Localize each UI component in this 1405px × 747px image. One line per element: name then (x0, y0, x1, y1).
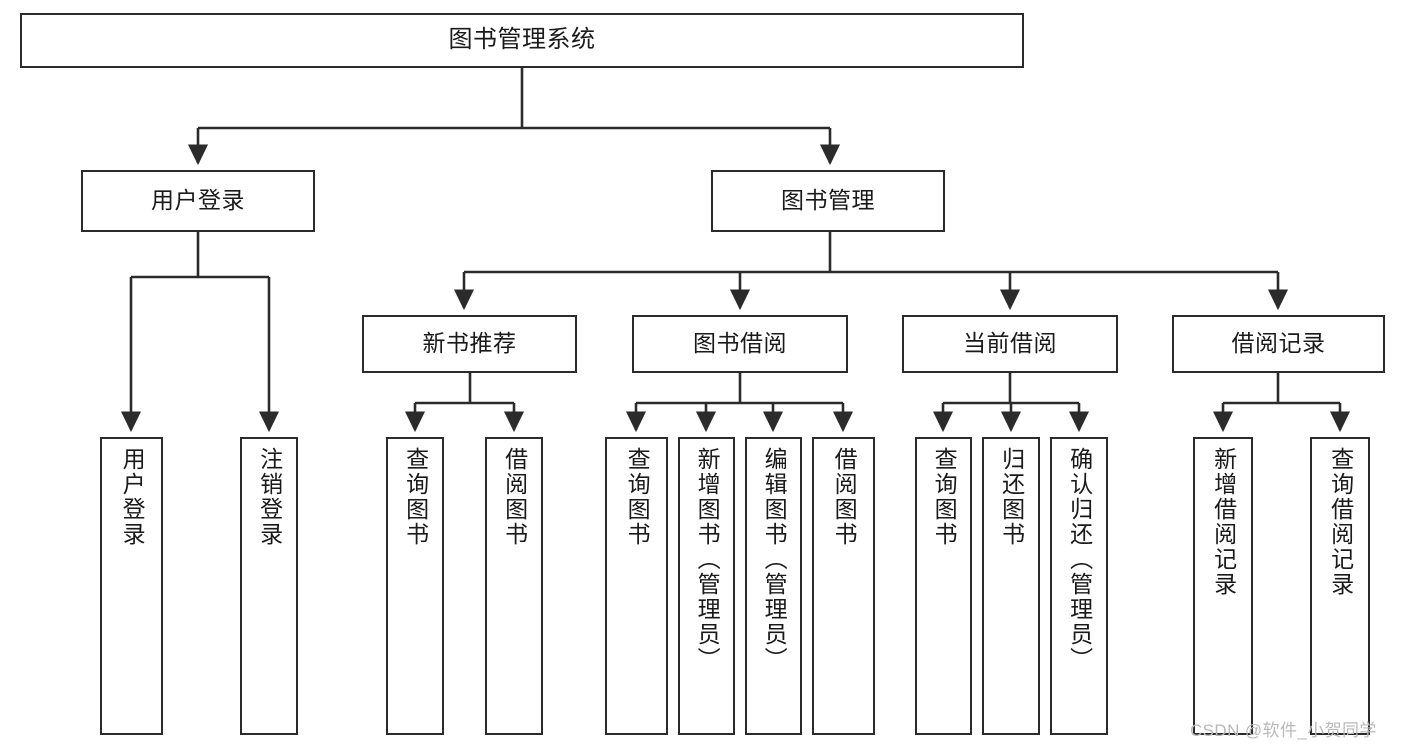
leaf-borrow-book-2-label: 借阅图书 (831, 447, 858, 547)
node-book-manage-label: 图书管理 (781, 187, 875, 214)
leaf-edit-book[interactable]: 编辑图书（管理员） (745, 437, 802, 735)
leaf-borrow-book-1-label: 借阅图书 (501, 447, 528, 547)
leaf-confirm-return[interactable]: 确认归还（管理员） (1050, 437, 1108, 735)
node-user-login-label: 用户登录 (151, 187, 245, 214)
leaf-edit-book-label: 编辑图书（管理员） (761, 447, 788, 672)
node-current-borrow-label: 当前借阅 (963, 330, 1057, 357)
leaf-query-book-2[interactable]: 查询图书 (605, 437, 668, 735)
node-new-book-rec-label: 新书推荐 (422, 330, 517, 357)
node-current-borrow[interactable]: 当前借阅 (902, 315, 1118, 373)
leaf-query-book-1[interactable]: 查询图书 (386, 437, 444, 735)
leaf-query-book-1-label: 查询图书 (402, 447, 429, 547)
node-root[interactable]: 图书管理系统 (20, 13, 1024, 68)
leaf-add-record-label: 新增借阅记录 (1210, 447, 1237, 597)
leaf-query-record-label: 查询借阅记录 (1327, 447, 1354, 597)
leaf-borrow-book-2[interactable]: 借阅图书 (812, 437, 875, 735)
node-user-login[interactable]: 用户登录 (81, 170, 315, 232)
leaf-query-record[interactable]: 查询借阅记录 (1310, 437, 1370, 735)
node-book-borrow-label: 图书借阅 (693, 330, 787, 357)
leaf-add-record[interactable]: 新增借阅记录 (1193, 437, 1253, 735)
leaf-add-book-label: 新增图书（管理员） (694, 447, 721, 672)
leaf-user-logout-label: 注销登录 (256, 447, 283, 547)
node-borrow-record-label: 借阅记录 (1231, 330, 1326, 357)
csdn-watermark: CSDN @软件_小贺同学 (1190, 721, 1377, 740)
leaf-confirm-return-label: 确认归还（管理员） (1066, 447, 1093, 672)
leaf-query-book-3[interactable]: 查询图书 (915, 437, 972, 735)
leaf-user-login[interactable]: 用户登录 (100, 437, 163, 735)
node-new-book-rec[interactable]: 新书推荐 (362, 315, 577, 373)
leaf-return-book[interactable]: 归还图书 (982, 437, 1040, 735)
leaf-user-login-label: 用户登录 (119, 447, 146, 547)
leaf-user-logout[interactable]: 注销登录 (240, 437, 298, 735)
node-book-borrow[interactable]: 图书借阅 (632, 315, 848, 373)
leaf-return-book-label: 归还图书 (998, 447, 1025, 547)
node-root-label: 图书管理系统 (448, 26, 596, 54)
leaf-query-book-2-label: 查询图书 (624, 447, 651, 547)
node-book-manage[interactable]: 图书管理 (711, 170, 945, 232)
leaf-query-book-3-label: 查询图书 (931, 447, 958, 547)
leaf-add-book[interactable]: 新增图书（管理员） (678, 437, 735, 735)
node-borrow-record[interactable]: 借阅记录 (1172, 315, 1385, 373)
leaf-borrow-book-1[interactable]: 借阅图书 (485, 437, 543, 735)
